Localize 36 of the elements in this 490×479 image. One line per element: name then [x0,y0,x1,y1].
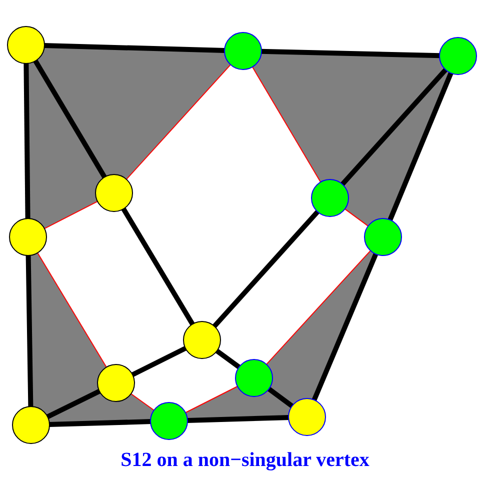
edge-line [388,72,454,222]
thin-edge-line [266,250,372,366]
vertex-circle [224,32,262,70]
edge-line [267,386,294,408]
vertex-circle [7,26,45,64]
vertex-circle [288,398,326,436]
edge-line [186,415,290,423]
thin-edge-line [344,208,369,227]
thin-edge-line [184,386,238,414]
edge-line [340,68,448,186]
edge-line [33,59,107,179]
edge-line [312,252,378,402]
vertex-circle [183,321,221,359]
vertex-circle [9,218,47,256]
vertex-circle [95,174,133,212]
thin-edge-line [126,64,232,180]
edge-line [24,62,30,220]
vertex-circle [150,402,188,440]
vertex-circle [311,179,349,217]
thin-edge-line [44,200,98,230]
vertex-circle [364,218,402,256]
vertex-circle [12,406,50,444]
caption: S12 on a non−singular vertex [120,450,370,470]
edge-line [121,207,195,326]
edge-line [212,210,320,328]
edge-line [48,419,152,427]
thin-edge-line [252,66,322,183]
edge-line [130,346,188,378]
vertex-circle [439,37,477,75]
edge-line [46,388,101,420]
edge-line [26,254,34,408]
thin-edge-line [36,252,108,368]
thin-edge-line [130,393,155,411]
edge-line [260,48,440,58]
edge-line [44,43,226,53]
edge-line [215,348,241,370]
